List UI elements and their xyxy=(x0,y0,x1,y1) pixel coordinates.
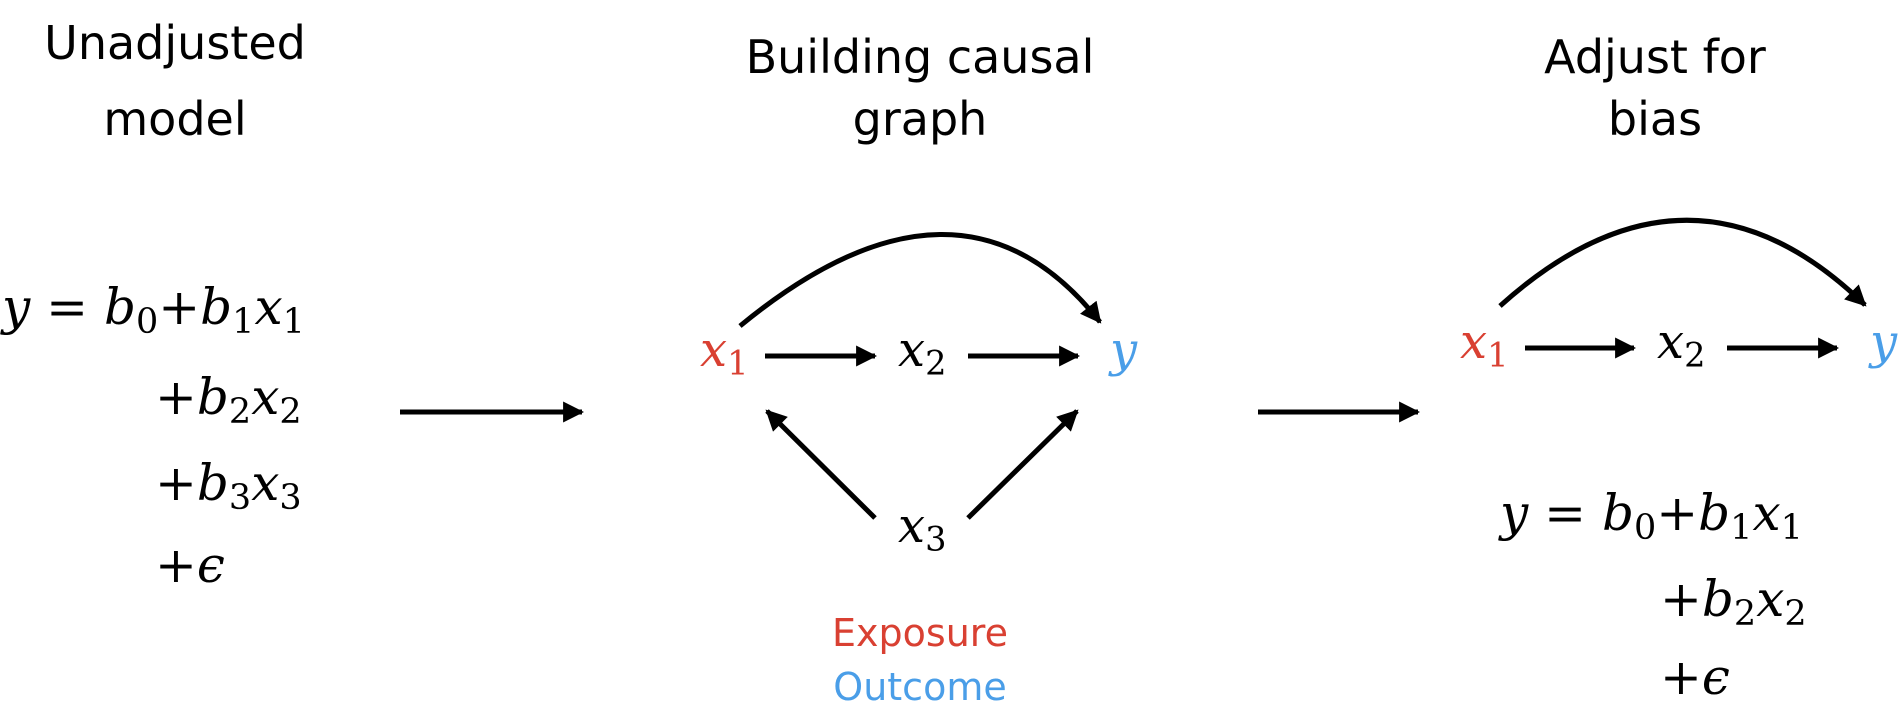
subscript: 3 xyxy=(925,519,947,559)
heading-building-causal-graph: Building causal graph xyxy=(720,26,1120,150)
error-term: ϵ xyxy=(1701,648,1730,706)
equals-sign: = xyxy=(30,278,104,336)
var-x: x xyxy=(1657,314,1685,370)
legend-exposure: Exposure xyxy=(832,611,1008,655)
var-x: x xyxy=(254,278,283,336)
var-y: y xyxy=(1870,314,1898,370)
adjusted-equation-line-2: +b2x2 xyxy=(1660,574,1807,631)
plus-sign: + xyxy=(155,368,197,426)
var-y: y xyxy=(2,278,31,336)
legend-outcome: Outcome xyxy=(833,665,1007,709)
subscript: 2 xyxy=(1733,593,1757,634)
plus-sign: + xyxy=(155,536,197,594)
var-x: x xyxy=(898,498,926,554)
node-x3: x3 xyxy=(898,502,946,556)
var-x: x xyxy=(251,368,280,426)
error-term: ϵ xyxy=(196,536,225,594)
coef-b: b xyxy=(103,278,136,336)
heading-line-2: graph xyxy=(852,92,988,146)
heading-line-1: Building causal xyxy=(745,30,1095,84)
coef-b: b xyxy=(200,278,233,336)
coef-b: b xyxy=(1698,484,1731,542)
coef-b: b xyxy=(196,454,229,512)
equals-sign: = xyxy=(1528,484,1602,542)
heading-line-1: Adjust for xyxy=(1544,30,1766,84)
subscript: 1 xyxy=(727,343,749,383)
unadjusted-equation-line-4: +ϵ xyxy=(155,540,225,590)
subscript: 1 xyxy=(282,301,305,342)
subscript: 0 xyxy=(1633,507,1657,548)
subscript: 0 xyxy=(135,301,159,342)
var-x: x xyxy=(1460,314,1488,370)
heading-unadjusted-model: Unadjusted model xyxy=(30,12,320,150)
adjusted-equation-line-1: y = b0+b1x1 xyxy=(1500,488,1803,545)
plus-sign: + xyxy=(158,278,201,336)
subscript: 2 xyxy=(1784,593,1807,634)
subscript: 1 xyxy=(1780,507,1803,548)
heading-line-2: bias xyxy=(1607,92,1703,146)
var-y: y xyxy=(1500,484,1529,542)
subscript: 2 xyxy=(279,391,302,432)
heading-adjust-for-bias: Adjust for bias xyxy=(1480,26,1830,150)
unadjusted-equation-line-3: +b3x3 xyxy=(155,458,302,515)
unadjusted-equation-line-2: +b2x2 xyxy=(155,372,302,429)
plus-sign: + xyxy=(1660,648,1702,706)
adjusted-equation-line-3: +ϵ xyxy=(1660,652,1730,702)
node-y-outcome: y xyxy=(1110,326,1137,374)
plus-sign: + xyxy=(155,454,197,512)
subscript: 1 xyxy=(1487,335,1509,375)
heading-line-1: Unadjusted xyxy=(44,16,306,70)
legend: Exposure Outcome xyxy=(780,610,1060,710)
subscript: 3 xyxy=(279,477,302,518)
adjusted-node-y-outcome: y xyxy=(1870,318,1897,366)
subscript: 2 xyxy=(925,343,947,383)
var-x: x xyxy=(898,322,926,378)
adjusted-node-x1-exposure: x1 xyxy=(1460,318,1508,372)
unadjusted-equation-line-1: y = b0+b1x1 xyxy=(2,282,305,339)
subscript: 2 xyxy=(228,391,252,432)
edge-x1-to-y-curved xyxy=(738,232,1102,328)
var-x: x xyxy=(700,322,728,378)
var-y: y xyxy=(1110,322,1138,378)
plus-sign: + xyxy=(1656,484,1699,542)
var-x: x xyxy=(1756,570,1785,628)
plus-sign: + xyxy=(1660,570,1702,628)
adjusted-node-x2: x2 xyxy=(1657,318,1705,372)
var-x: x xyxy=(1752,484,1781,542)
adjusted-edge-x1-to-y-curved xyxy=(1498,217,1867,308)
subscript: 3 xyxy=(228,477,252,518)
coef-b: b xyxy=(196,368,229,426)
edge-x3-to-y xyxy=(966,409,1079,520)
subscript: 1 xyxy=(232,301,255,342)
node-x1-exposure: x1 xyxy=(700,326,748,380)
coef-b: b xyxy=(1601,484,1634,542)
heading-line-2: model xyxy=(103,92,247,146)
var-x: x xyxy=(251,454,280,512)
subscript: 2 xyxy=(1684,335,1706,375)
node-x2: x2 xyxy=(898,326,946,380)
subscript: 1 xyxy=(1730,507,1753,548)
edge-x3-to-x1 xyxy=(765,409,877,520)
coef-b: b xyxy=(1701,570,1734,628)
